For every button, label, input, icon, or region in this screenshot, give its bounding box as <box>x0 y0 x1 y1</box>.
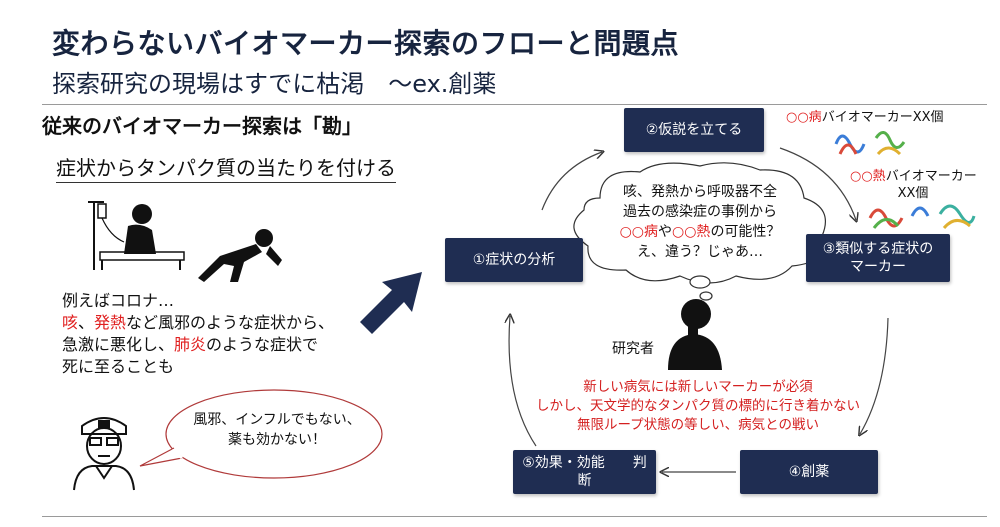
doctor-speech-text: 風邪、インフルでもない、 薬も効かない！ <box>193 412 361 448</box>
problem-statement: 新しい病気には新しいマーカーが必須 しかし、天文学的なタンパク質の標的に行き着か… <box>536 379 860 433</box>
page-title: 変わらないバイオマーカー探索のフローと問題点 <box>52 27 680 60</box>
marker-note-2: ○○熱バイオマーカー XX個 <box>850 169 977 201</box>
doctor-speech-bubble <box>139 389 383 479</box>
collapsed-person-icon <box>198 229 282 282</box>
big-arrow-icon <box>360 272 422 334</box>
marker-note-1: ○○病バイオマーカーXX個 <box>786 110 944 125</box>
thought-text: 咳、発熱から呼吸器不全 過去の感染症の事例から ○○病や○○熱の可能性？ え、違… <box>619 184 781 260</box>
example-line-2: 咳、発熱など風邪のような症状から、 <box>62 313 335 332</box>
researcher-label: 研究者 <box>612 341 654 357</box>
page-subtitle: 探索研究の現場はすでに枯渇 ～ex.創薬 <box>52 70 497 98</box>
thought-cloud <box>573 162 826 301</box>
patient-bed-icon <box>88 201 185 270</box>
step-1-box: ①症状の分析 <box>445 238 583 282</box>
step-4-box: ④創薬 <box>740 450 878 494</box>
doctor-icon <box>73 417 135 491</box>
protein-structure-icon <box>834 131 906 156</box>
step-3-box: ③類似する症状のマーカー <box>806 234 950 282</box>
example-line-1: 例えばコロナ… <box>62 291 175 310</box>
protein-structure-icon-2 <box>868 204 976 230</box>
top-divider <box>42 104 987 105</box>
example-line-4: 死に至ることも <box>62 357 175 376</box>
researcher-icon <box>668 299 722 370</box>
cycle-arrows <box>490 147 889 508</box>
example-text: 例えばコロナ… 咳、発熱など風邪のような症状から、 急激に悪化し、肺炎のような症… <box>62 290 334 378</box>
section-subheading: 症状からタンパク質の当たりを付ける <box>56 152 396 183</box>
step-2-box: ②仮説を立てる <box>624 108 764 152</box>
bottom-divider <box>42 516 987 517</box>
section-heading: 従来のバイオマーカー探索は「勘」 <box>42 114 362 138</box>
step-5-box: ⑤効果・効能 判断 <box>513 450 656 494</box>
example-line-3: 急激に悪化し、肺炎のような症状で <box>62 335 319 354</box>
